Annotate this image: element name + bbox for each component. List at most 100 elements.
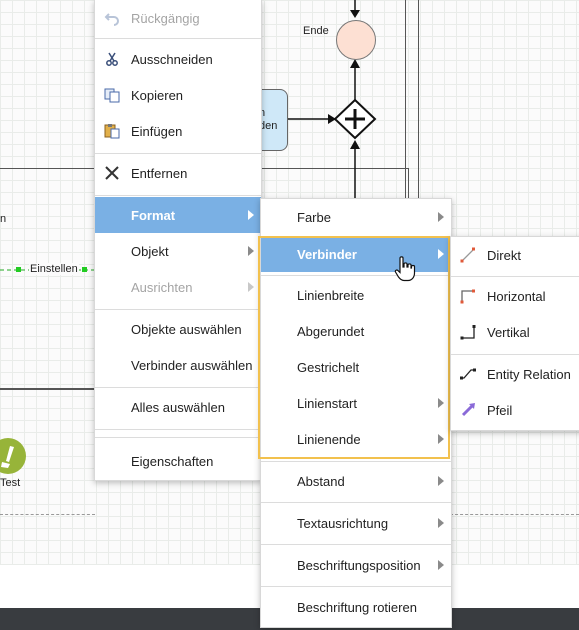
connector-entity-relation-icon <box>460 366 476 382</box>
menu-item-object[interactable]: Objekt <box>95 233 261 269</box>
menu-item-direct[interactable]: Direkt <box>451 237 579 273</box>
menu-item-select-connectors[interactable]: Verbinder auswählen <box>95 347 261 383</box>
menu-item-label: Verbinder auswählen <box>131 357 253 373</box>
menu-item-line-width[interactable]: Linienbreite <box>261 277 451 313</box>
menu-item-connector[interactable]: Verbinder <box>261 236 451 272</box>
submenu-arrow-icon <box>438 212 444 222</box>
submenu-arrow-icon <box>248 246 254 256</box>
menu-item-cut[interactable]: Ausschneiden <box>95 41 261 77</box>
menu-item-color[interactable]: Farbe <box>261 199 451 235</box>
menu-separator <box>95 153 261 154</box>
menu-item-line-start[interactable]: Linienstart <box>261 385 451 421</box>
menu-item-label: Einfügen <box>131 123 183 139</box>
test-shape-icon[interactable] <box>0 438 26 474</box>
menu-item-label: Ausrichten <box>131 279 193 295</box>
menu-item-rounded[interactable]: Abgerundet <box>261 313 451 349</box>
task-label-line1: n <box>259 107 266 119</box>
submenu-arrow-icon <box>438 476 444 486</box>
menu-item-label: Eigenschaften <box>131 453 214 469</box>
connector-arrow-icon <box>460 402 476 418</box>
menu-item-arrow[interactable]: Pfeil <box>451 392 579 428</box>
menu-separator <box>95 437 261 438</box>
menu-item-paste[interactable]: Einfügen <box>95 113 261 149</box>
menu-item-copy[interactable]: Kopieren <box>95 77 261 113</box>
menu-item-vertical[interactable]: Vertikal <box>451 314 579 350</box>
submenu-arrow-icon <box>438 560 444 570</box>
submenu-arrow-icon <box>248 210 254 220</box>
menu-item-label: Linienende <box>297 431 361 447</box>
context-menu: Rückgängig Ausschneiden Kopieren Einfüge… <box>94 0 262 481</box>
menu-item-label: Objekte auswählen <box>131 321 242 337</box>
menu-item-text-alignment[interactable]: Textausrichtung <box>261 505 451 541</box>
connector-horizontal-icon <box>460 288 476 304</box>
paste-icon <box>104 123 120 139</box>
lane-left-label: n <box>0 213 7 225</box>
connector-style-submenu: Direkt Horizontal Vertikal Entity Relati… <box>450 236 579 431</box>
menu-item-label: Verbinder <box>297 246 357 262</box>
menu-item-label: Direkt <box>487 247 521 263</box>
menu-item-select-all[interactable]: Alles auswählen <box>95 389 261 425</box>
menu-item-label: Vertikal <box>487 324 530 340</box>
end-event[interactable] <box>336 20 376 60</box>
menu-item-label: Horizontal <box>487 288 546 304</box>
menu-item-horizontal[interactable]: Horizontal <box>451 278 579 314</box>
menu-separator <box>261 586 451 587</box>
menu-item-line-end[interactable]: Linienende <box>261 421 451 457</box>
menu-item-label: Entity Relation <box>487 366 571 382</box>
menu-separator <box>451 354 579 355</box>
menu-item-properties[interactable]: Eigenschaften <box>95 443 261 479</box>
submenu-arrow-icon <box>438 398 444 408</box>
menu-item-undo[interactable]: Rückgängig <box>95 0 261 36</box>
menu-separator <box>261 544 451 545</box>
menu-item-label: Linienbreite <box>297 287 365 303</box>
end-event-label: Ende <box>303 25 329 37</box>
scissors-icon <box>104 51 120 67</box>
menu-item-delete[interactable]: Entfernen <box>95 155 261 191</box>
menu-separator <box>261 275 451 276</box>
menu-item-entity-relation[interactable]: Entity Relation <box>451 356 579 392</box>
submenu-arrow-icon <box>438 518 444 528</box>
menu-item-label: Alles auswählen <box>131 399 225 415</box>
menu-item-label-position[interactable]: Beschriftungsposition <box>261 547 451 583</box>
menu-item-format[interactable]: Format <box>95 197 261 233</box>
undo-icon <box>104 10 120 26</box>
menu-item-spacing[interactable]: Abstand <box>261 463 451 499</box>
menu-item-label: Textausrichtung <box>297 515 389 531</box>
menu-item-align[interactable]: Ausrichten <box>95 269 261 305</box>
hand-cursor-icon <box>394 256 416 282</box>
menu-item-label: Abstand <box>297 473 345 489</box>
copy-icon <box>104 87 120 103</box>
brush-icon <box>1 446 14 468</box>
menu-item-label: Pfeil <box>487 402 513 418</box>
menu-item-label: Beschriftung rotieren <box>297 599 417 615</box>
menu-item-rotate-label[interactable]: Beschriftung rotieren <box>261 589 451 625</box>
close-icon <box>104 165 120 181</box>
dashed-boundary <box>0 514 95 515</box>
submenu-arrow-icon <box>248 282 254 292</box>
menu-item-label: Entfernen <box>131 165 188 181</box>
dashed-boundary-right <box>450 514 579 515</box>
pool-bottom-border <box>0 388 98 389</box>
menu-item-label: Beschriftungsposition <box>297 557 421 573</box>
menu-item-label: Rückgängig <box>131 10 200 26</box>
edge-label[interactable]: Einstellen <box>29 263 79 275</box>
menu-item-label: Abgerundet <box>297 323 365 339</box>
submenu-arrow-icon <box>438 249 444 259</box>
menu-separator <box>95 387 261 388</box>
menu-item-label: Gestrichelt <box>297 359 360 375</box>
connector-straight-icon <box>460 247 476 263</box>
task-label-line2: den <box>259 120 278 132</box>
test-shape-label: Test <box>0 477 21 489</box>
menu-item-label: Objekt <box>131 243 169 259</box>
menu-item-select-objects[interactable]: Objekte auswählen <box>95 311 261 347</box>
menu-item-label: Kopieren <box>131 87 184 103</box>
submenu-arrow-icon <box>438 434 444 444</box>
menu-separator <box>95 309 261 310</box>
menu-item-dashed[interactable]: Gestrichelt <box>261 349 451 385</box>
menu-item-label: Farbe <box>297 209 331 225</box>
menu-separator <box>261 461 451 462</box>
format-submenu: Farbe Verbinder Linienbreite Abgerundet … <box>260 198 452 628</box>
connector-vertical-icon <box>460 324 476 340</box>
menu-separator <box>451 276 579 277</box>
